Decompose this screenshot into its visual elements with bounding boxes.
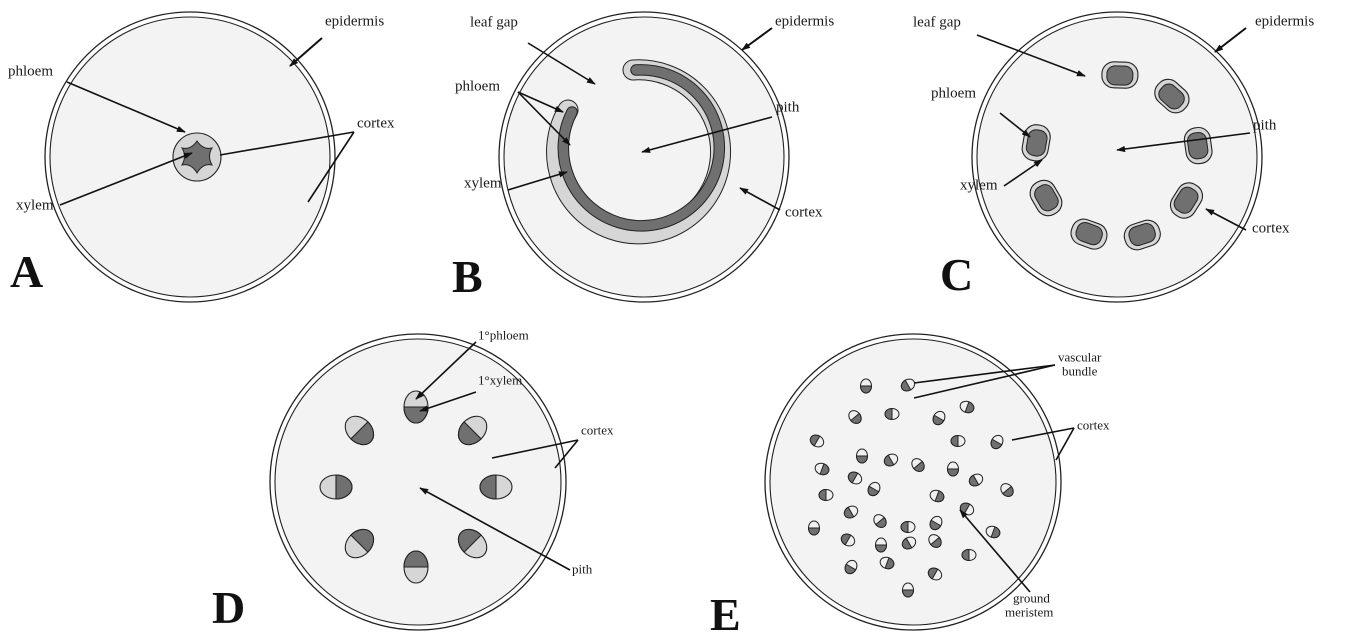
panel-b: leaf gap epidermis phloem pith xylem cor… [452, 12, 834, 302]
primary-phloem-label: 1°phloem [478, 328, 529, 343]
xylem-region [1107, 66, 1134, 86]
phloem-label: phloem [455, 79, 500, 95]
vascular-bundle [320, 475, 352, 499]
panel-a: epidermis phloem xylem cortex A [8, 12, 395, 302]
vascular-bundle [1101, 61, 1138, 88]
bundle-label: bundle [1062, 364, 1098, 379]
cortex-label: cortex [1252, 221, 1290, 237]
vascular-bundle [876, 538, 887, 552]
cortex-pointer-line [1056, 428, 1074, 460]
phloem-label: phloem [8, 64, 53, 80]
cortex-label: cortex [581, 423, 614, 438]
pith-label: pith [1253, 118, 1277, 134]
epidermis-label: epidermis [775, 14, 834, 30]
leaf-gap-label: leaf gap [470, 15, 518, 31]
cortex-region [977, 17, 1257, 297]
cortex-region [504, 17, 784, 297]
vascular-bundle [857, 449, 868, 463]
epidermis-label: epidermis [1255, 14, 1314, 30]
panel-letter-b: B [452, 251, 483, 302]
leaf-gap-label: leaf gap [913, 15, 961, 31]
xylem-label: xylem [960, 178, 998, 194]
ground-label: ground [1013, 591, 1050, 606]
xylem-label: xylem [16, 198, 54, 214]
vascular-bundle [948, 462, 959, 476]
epidermis-arrow [290, 38, 322, 66]
epidermis-arrow [1215, 28, 1246, 52]
vascular-bundle [404, 551, 428, 583]
cortex-label: cortex [785, 205, 823, 221]
phloem-label: phloem [931, 86, 976, 102]
vascular-bundle [809, 521, 820, 535]
vascular-bundle [404, 391, 428, 423]
panel-letter-a: A [10, 246, 43, 297]
cortex-label: cortex [1077, 418, 1110, 433]
xylem-label: xylem [464, 176, 502, 192]
panel-letter-c: C [940, 249, 973, 300]
pith-label: pith [572, 562, 593, 577]
vascular-label: vascular [1058, 350, 1102, 365]
vascular-bundle [885, 409, 899, 420]
pith-label: pith [776, 100, 800, 116]
vascular-bundle [819, 490, 833, 501]
vascular-bundle [903, 583, 914, 597]
panel-c: leaf gap epidermis phloem pith xylem cor… [913, 12, 1314, 302]
primary-xylem-label: 1°xylem [478, 373, 522, 388]
panel-letter-e: E [710, 589, 741, 637]
vascular-bundle [962, 550, 976, 561]
epidermis-label: epidermis [325, 14, 384, 30]
vascular-bundle [861, 379, 872, 393]
vascular-bundle [480, 475, 512, 499]
vascular-bundle [951, 436, 965, 447]
meristem-label: meristem [1005, 605, 1053, 620]
vascular-bundle [901, 522, 915, 533]
cortex-label: cortex [357, 116, 395, 132]
panel-d: 1°phloem 1°xylem cortex pith D [212, 328, 614, 633]
panel-e: vascular bundle cortex ground meristem E [710, 334, 1110, 637]
panel-letter-d: D [212, 582, 245, 633]
epidermis-arrow [742, 28, 772, 50]
